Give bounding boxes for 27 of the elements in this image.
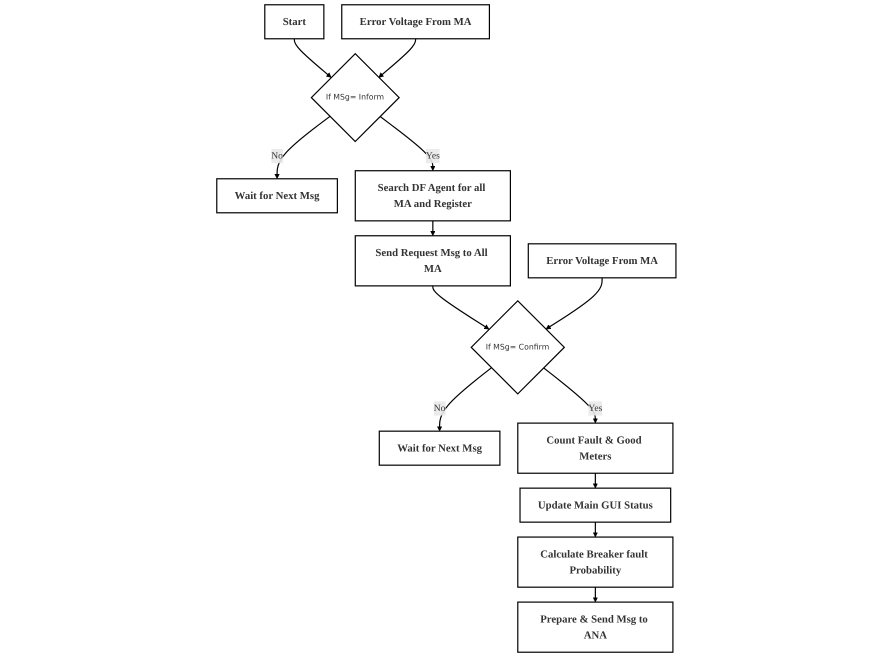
arrow xyxy=(274,116,330,180)
arrow xyxy=(592,522,598,538)
arrow xyxy=(592,587,598,602)
arrow xyxy=(378,38,416,78)
edge-label: Yes xyxy=(588,403,602,414)
arrow xyxy=(543,367,598,424)
node-box: Send Request Msg to All MA xyxy=(354,235,512,286)
arrow xyxy=(437,367,492,432)
node-box: Wait for Next Msg xyxy=(216,178,338,214)
node-box: Error Voltage From MA xyxy=(528,243,677,278)
node-box: Prepare & Send Msg to ANA xyxy=(517,602,674,653)
node-box: Error Voltage From MA xyxy=(341,4,490,40)
arrow xyxy=(546,278,603,330)
edge-label: Yes xyxy=(426,150,440,161)
node-box: Update Main GUI Status xyxy=(520,488,672,523)
node-box: Calculate Breaker fault Probability xyxy=(517,536,674,588)
node-box: Start xyxy=(264,4,325,40)
arrow xyxy=(432,286,490,330)
arrow xyxy=(430,220,436,236)
arrow xyxy=(592,473,598,488)
node-box: Count Fault & Good Meters xyxy=(517,422,674,474)
edge-label: No xyxy=(434,403,446,414)
edge-label: No xyxy=(271,150,284,161)
node-box: Wait for Next Msg xyxy=(378,430,501,466)
node-box: Search DF Agent for all MA and Register xyxy=(354,170,512,222)
arrow xyxy=(380,116,436,171)
arrow xyxy=(294,38,332,78)
